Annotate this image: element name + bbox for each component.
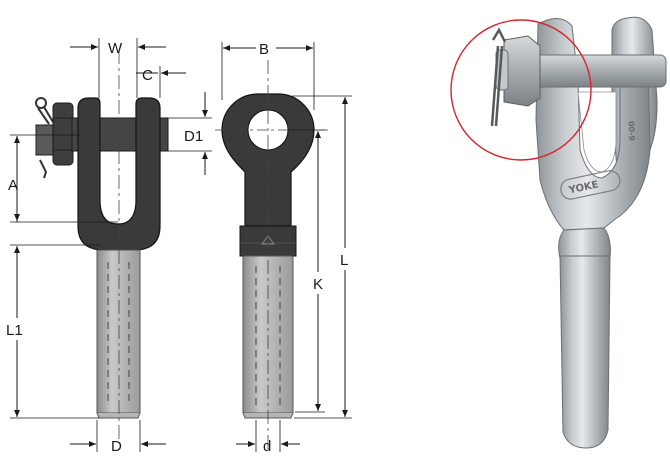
dimension-W: W: [70, 38, 166, 98]
cotter-pin-legs: [37, 106, 54, 125]
dim-label-L1: L1: [6, 322, 23, 339]
highlight-circle: [450, 19, 592, 161]
dim-label-C: C: [142, 67, 153, 84]
dimension-K: K: [290, 129, 325, 413]
dimension-B: B: [221, 41, 315, 110]
dimension-A: A: [8, 134, 118, 223]
side-view: [215, 60, 328, 450]
photo-engraving-small: 00-9: [627, 121, 637, 142]
dimension-L: L: [292, 95, 352, 419]
photo-shank: [559, 255, 611, 449]
dim-label-D: D: [111, 438, 122, 455]
dimension-D1: D1: [168, 92, 212, 175]
dim-label-B: B: [259, 41, 269, 58]
threaded-rod: [96, 249, 141, 414]
photo-neck: [558, 227, 611, 259]
dim-label-D1: D1: [184, 128, 203, 145]
front-view: [35, 50, 169, 440]
cotter-pin-ring: [35, 97, 47, 109]
photo-nut: [503, 35, 541, 107]
dim-label-W: W: [108, 40, 123, 57]
dim-label-L: L: [340, 252, 348, 269]
dim-label-K: K: [313, 276, 323, 293]
nut: [52, 102, 74, 166]
product-photo: YOKE 00-9: [450, 16, 667, 449]
dimension-L1: L1: [6, 244, 100, 419]
dim-label-A: A: [8, 177, 18, 194]
photo-cotter: [490, 27, 507, 127]
dimension-d: d: [236, 420, 300, 455]
dimension-D: D: [70, 420, 166, 455]
cotter-pin-tail: [39, 159, 48, 179]
clevis-jaw: [77, 97, 161, 251]
dim-label-d: d: [263, 438, 271, 455]
dimension-C: C: [136, 66, 186, 98]
